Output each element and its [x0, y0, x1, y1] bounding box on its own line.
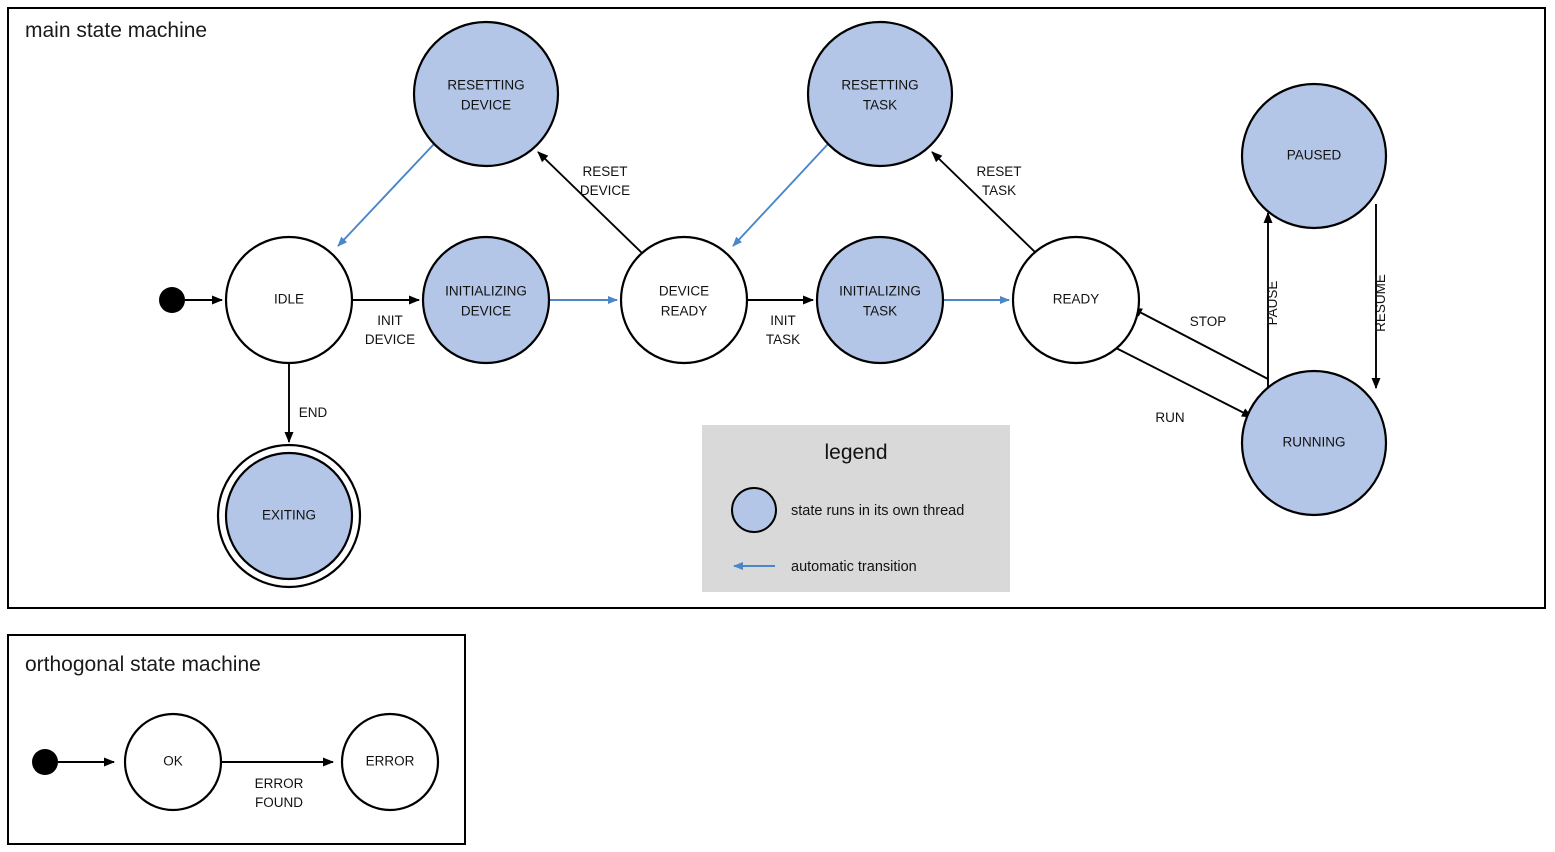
- orthogonal-initial-state-marker: [32, 749, 58, 775]
- state-initializing-task-label-l1: INITIALIZING: [839, 284, 921, 299]
- state-exiting[interactable]: EXITING: [216, 443, 362, 589]
- legend: legend state runs in its own thread auto…: [702, 425, 1010, 592]
- transition-label-reset-task-l2: TASK: [982, 183, 1016, 198]
- state-resetting-task-label-l1: RESETTING: [841, 78, 918, 93]
- transition-label-init-task-l2: TASK: [766, 332, 800, 347]
- transition-label-init-device-l1: INIT: [377, 313, 403, 328]
- orthogonal-state-error[interactable]: ERROR: [340, 712, 440, 812]
- state-running[interactable]: RUNNING: [1240, 369, 1388, 517]
- state-exiting-label: EXITING: [262, 508, 316, 523]
- transition-ready-resettask: [931, 151, 1037, 254]
- orthogonal-state-ok-label: OK: [163, 754, 183, 769]
- state-paused[interactable]: PAUSED: [1240, 82, 1388, 230]
- transition-label-stop: STOP: [1190, 314, 1227, 329]
- transition-label-reset-task-l1: RESET: [976, 164, 1021, 179]
- states-layer: IDLE INITIALIZING DEVICE DEVICE READY IN…: [159, 20, 1388, 589]
- state-idle[interactable]: IDLE: [224, 235, 354, 365]
- transitions-layer: INIT DEVICE INIT TASK RESET DEVICE RESET…: [185, 143, 1388, 443]
- legend-entry-threaded-state: state runs in its own thread: [731, 487, 964, 533]
- state-initializing-task-circle[interactable]: [815, 235, 945, 365]
- state-ready-label: READY: [1053, 292, 1100, 307]
- state-initializing-device[interactable]: INITIALIZING DEVICE: [421, 235, 551, 365]
- state-resetting-task-circle[interactable]: [806, 20, 954, 168]
- state-ready-circle[interactable]: [1011, 235, 1141, 365]
- legend-title: legend: [824, 441, 887, 464]
- initial-state-marker: [159, 287, 185, 313]
- state-initializing-device-circle[interactable]: [421, 235, 551, 365]
- transition-running-ready: [1131, 307, 1269, 380]
- transition-label-reset-device-l2: DEVICE: [580, 183, 630, 198]
- state-device-ready-label-l1: DEVICE: [659, 284, 709, 299]
- transition-label-run: RUN: [1155, 410, 1184, 425]
- state-running-circle[interactable]: [1240, 369, 1388, 517]
- transition-label-resume: RESUME: [1373, 274, 1388, 332]
- state-device-ready[interactable]: DEVICE READY: [619, 235, 749, 365]
- state-resetting-device-label-l1: RESETTING: [447, 78, 524, 93]
- state-initializing-device-label-l1: INITIALIZING: [445, 284, 527, 299]
- state-initializing-device-label-l2: DEVICE: [461, 304, 511, 319]
- legend-threaded-state-text: state runs in its own thread: [791, 503, 964, 519]
- state-paused-circle[interactable]: [1240, 82, 1388, 230]
- state-resetting-device-label-l2: DEVICE: [461, 98, 511, 113]
- orthogonal-transition-label-l2: FOUND: [255, 795, 303, 810]
- state-exiting-circle[interactable]: [224, 451, 354, 581]
- transition-deviceready-resetdev: [537, 151, 643, 254]
- state-device-ready-circle[interactable]: [619, 235, 749, 365]
- transition-label-reset-device-l1: RESET: [582, 164, 627, 179]
- state-resetting-task[interactable]: RESETTING TASK: [806, 20, 954, 168]
- orthogonal-frame: orthogonal state machine OK ERROR FOUND …: [7, 634, 466, 845]
- main-frame-title: main state machine: [25, 19, 207, 42]
- legend-entry-auto-transition: automatic transition: [733, 559, 917, 575]
- state-ready[interactable]: READY: [1011, 235, 1141, 365]
- transition-label-pause: PAUSE: [1265, 281, 1280, 326]
- state-idle-label: IDLE: [274, 292, 304, 307]
- state-initializing-task[interactable]: INITIALIZING TASK: [815, 235, 945, 365]
- orthogonal-state-ok[interactable]: OK: [123, 712, 223, 812]
- state-initializing-task-label-l2: TASK: [863, 304, 897, 319]
- transition-ready-running: [1115, 347, 1253, 418]
- threaded-state-swatch-icon: [731, 487, 777, 533]
- transition-resetdev-idle: [337, 143, 435, 247]
- state-resetting-device-circle[interactable]: [412, 20, 560, 168]
- transition-label-init-task-l1: INIT: [770, 313, 796, 328]
- transition-label-end: END: [299, 405, 328, 420]
- state-idle-circle[interactable]: [224, 235, 354, 365]
- orthogonal-state-error-circle[interactable]: [340, 712, 440, 812]
- state-paused-label: PAUSED: [1287, 148, 1342, 163]
- orthogonal-frame-title: orthogonal state machine: [25, 653, 261, 676]
- state-device-ready-label-l2: READY: [661, 304, 708, 319]
- transition-label-init-device-l2: DEVICE: [365, 332, 415, 347]
- orthogonal-transition-label-l1: ERROR: [255, 776, 304, 791]
- state-resetting-device[interactable]: RESETTING DEVICE: [412, 20, 560, 168]
- state-resetting-task-label-l2: TASK: [863, 98, 897, 113]
- orthogonal-state-error-label: ERROR: [366, 754, 415, 769]
- transition-resettask-deviceready: [732, 143, 829, 247]
- state-running-label: RUNNING: [1283, 435, 1346, 450]
- legend-auto-transition-text: automatic transition: [791, 559, 917, 575]
